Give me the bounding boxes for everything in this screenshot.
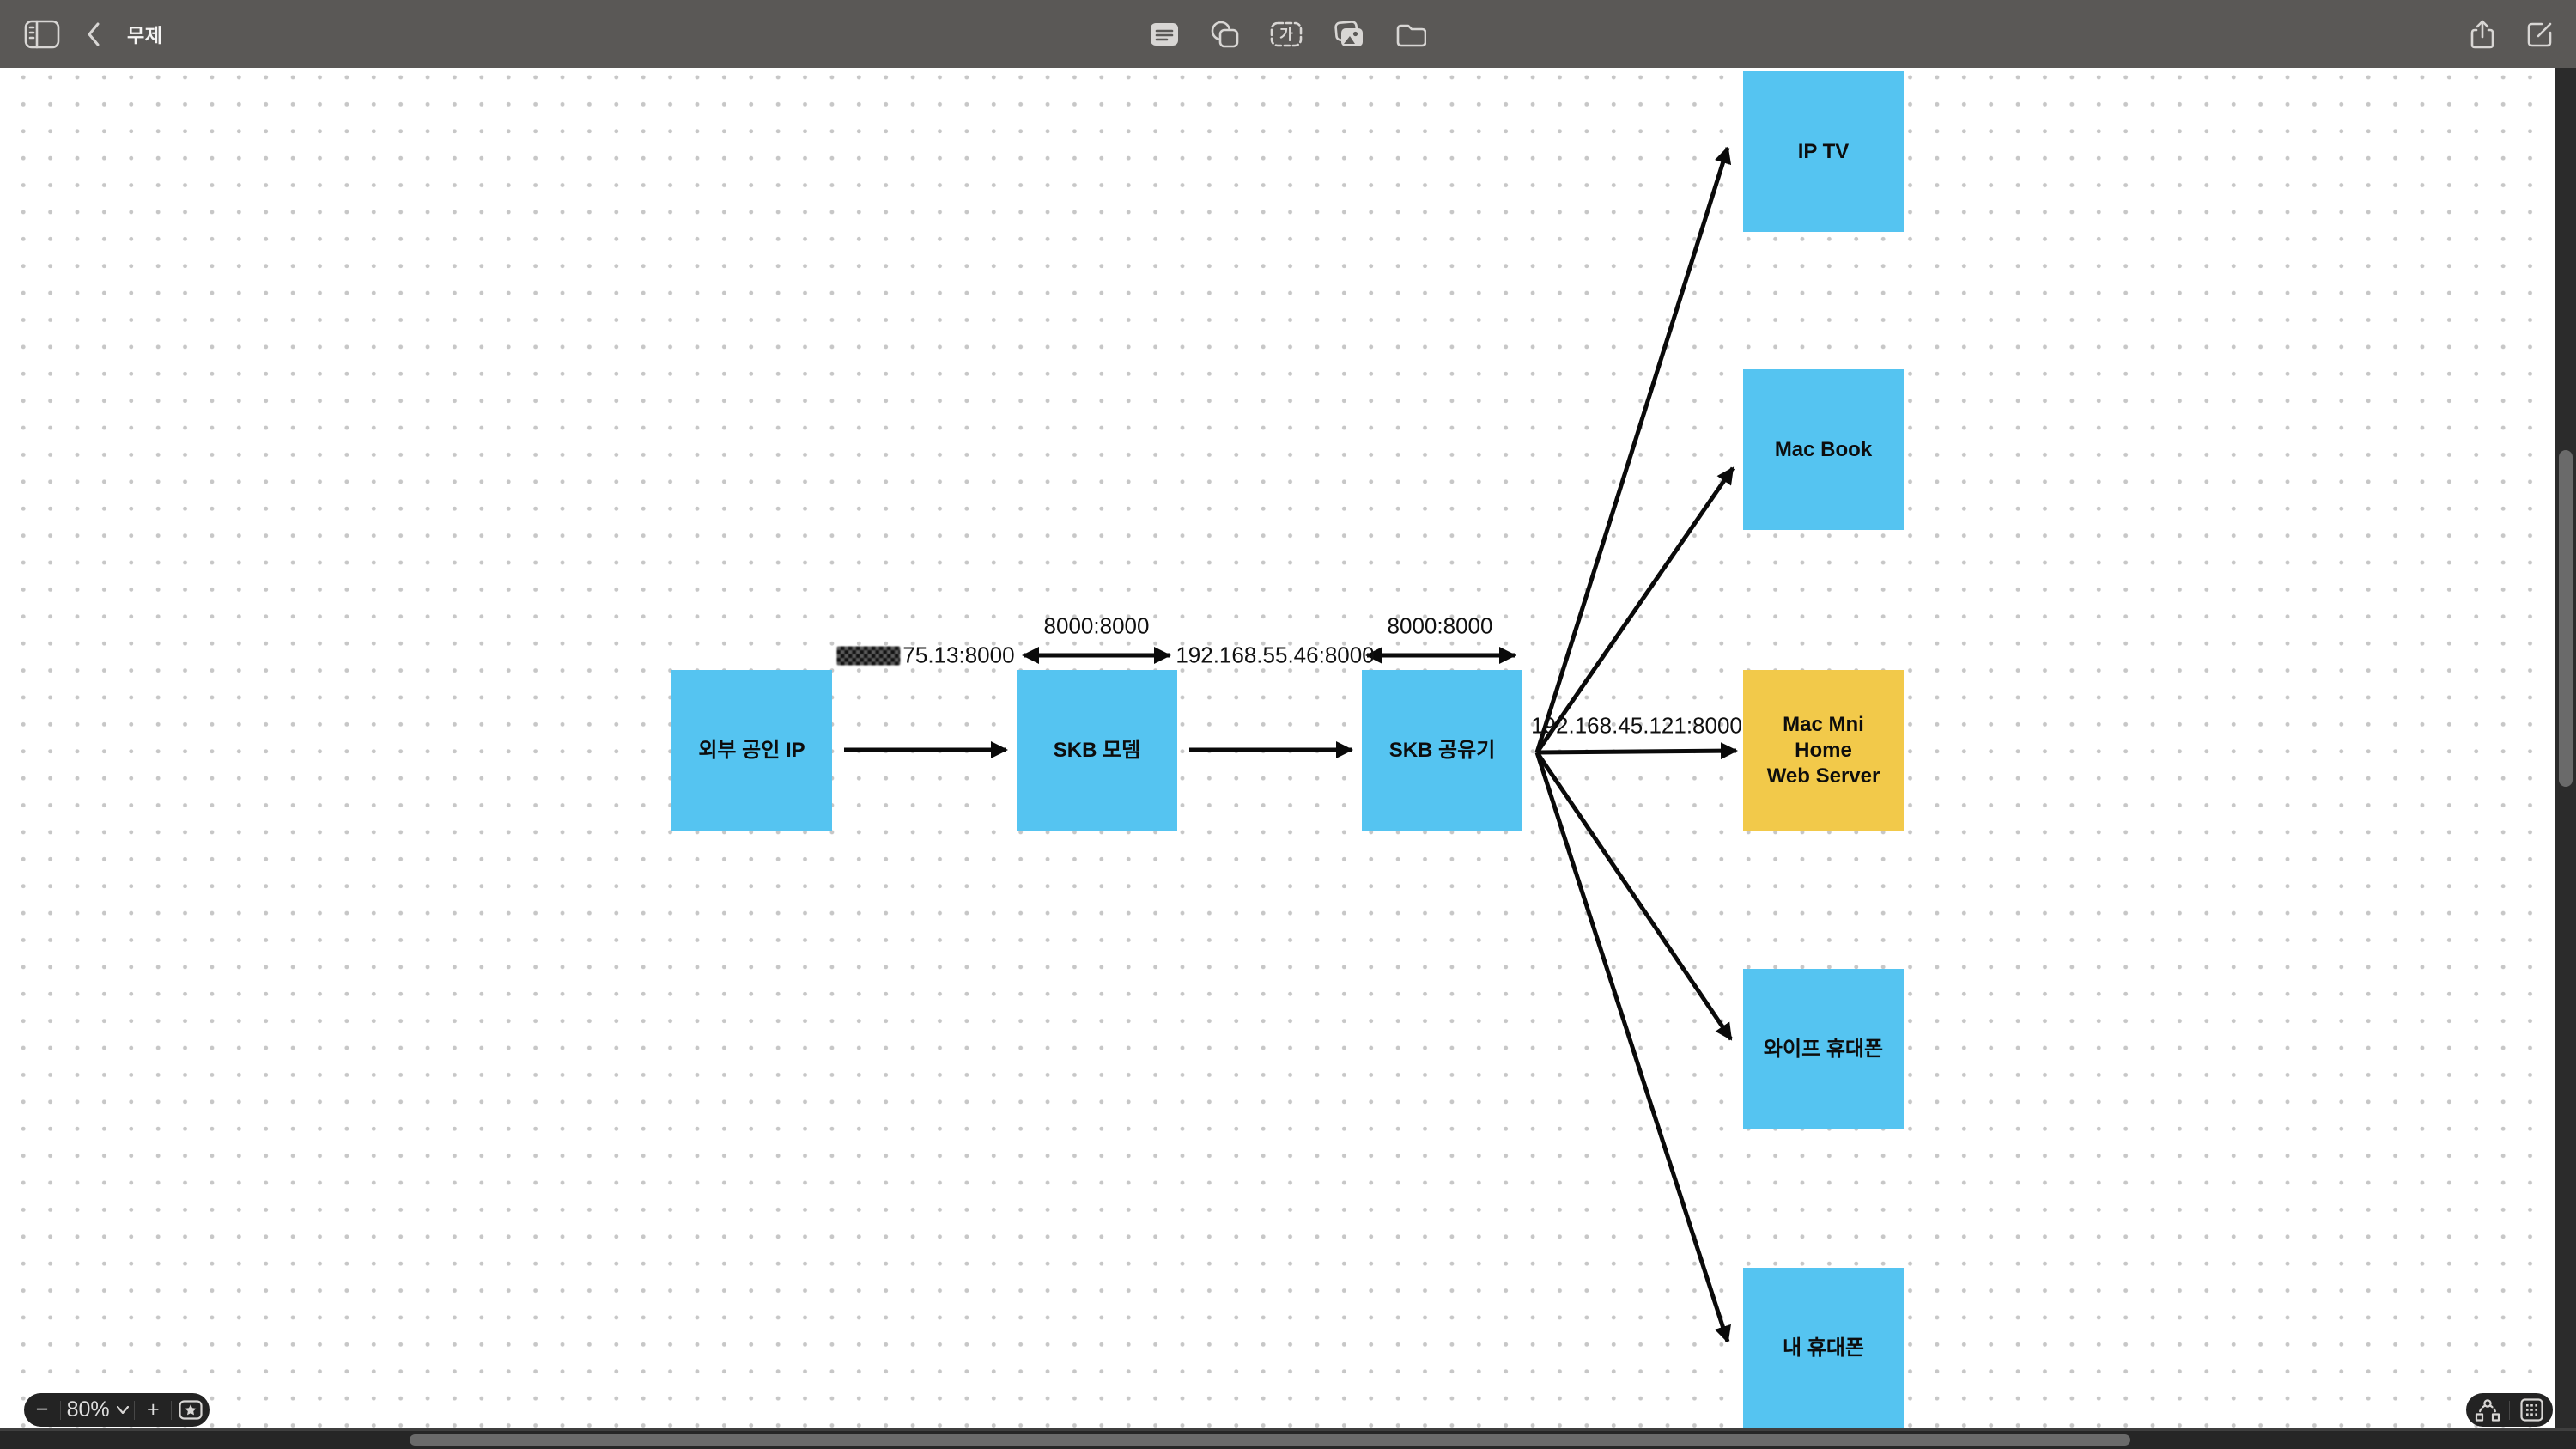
edge-label[interactable]: 8000:8000 xyxy=(1388,613,1493,640)
canvas-tools xyxy=(2466,1393,2553,1427)
diagram-node-mac-book[interactable]: Mac Book xyxy=(1743,369,1904,530)
share-icon xyxy=(2470,20,2494,48)
favorites-star-icon xyxy=(179,1400,203,1420)
sidebar-toggle-icon xyxy=(24,20,60,48)
zoom-level-value: 80% xyxy=(66,1397,110,1422)
horizontal-scrollbar-track xyxy=(0,1428,2576,1449)
horizontal-scrollbar-thumb[interactable] xyxy=(410,1434,2130,1446)
text-box-icon: 가 xyxy=(1270,21,1303,46)
back-chevron-icon xyxy=(88,22,100,46)
edge-label-text: 8000:8000 xyxy=(1387,612,1493,639)
insert-media-button[interactable] xyxy=(1334,20,1364,48)
edge-label[interactable]: 192.168.55.46:8000 xyxy=(1176,642,1374,669)
toolbar: 무제 가 xyxy=(0,0,2576,68)
zoom-out-button[interactable]: − xyxy=(24,1393,60,1427)
redacted-ip-blur xyxy=(836,646,901,665)
pill-divider xyxy=(2509,1400,2510,1420)
zoom-level-menu[interactable]: 80% xyxy=(61,1393,135,1427)
diagram-node-external-public-ip[interactable]: 외부 공인 IP xyxy=(671,670,832,831)
pill-divider xyxy=(59,1400,61,1420)
back-button[interactable] xyxy=(86,21,101,47)
diagram-node-skb-modem[interactable]: SKB 모뎀 xyxy=(1017,670,1177,831)
diagram-node-my-phone[interactable]: 내 휴대폰 xyxy=(1743,1268,1904,1428)
diagram-node-mac-mini-server[interactable]: Mac Mni Home Web Server xyxy=(1743,670,1904,831)
board-title: 무제 xyxy=(127,24,163,46)
diagram-node-wife-phone[interactable]: 와이프 휴대폰 xyxy=(1743,969,1904,1129)
compose-button[interactable] xyxy=(2526,21,2554,48)
edge-line[interactable] xyxy=(1534,466,1735,754)
chevron-down-icon xyxy=(116,1406,129,1414)
edge-label[interactable]: 192.168.45.121:8000 xyxy=(1531,713,1742,740)
insert-shape-button[interactable] xyxy=(1210,21,1239,48)
compose-icon xyxy=(2527,22,2552,46)
svg-text:가: 가 xyxy=(1279,27,1293,43)
pill-divider xyxy=(171,1400,173,1420)
edge-label-text: 192.168.55.46:8000 xyxy=(1176,642,1375,668)
insert-text-button[interactable]: 가 xyxy=(1270,21,1303,47)
insert-note-button[interactable] xyxy=(1150,21,1179,47)
edge-label-text: 75.13:8000 xyxy=(902,642,1015,668)
vertical-scrollbar-thumb[interactable] xyxy=(2559,450,2573,787)
edge-label[interactable]: 8000:8000 xyxy=(1044,613,1150,640)
edge-label[interactable]: 75.13:8000 xyxy=(836,642,1015,669)
share-button[interactable] xyxy=(2470,19,2495,50)
edge-line[interactable] xyxy=(1534,146,1732,753)
pill-divider xyxy=(134,1400,136,1420)
vertical-scrollbar-track xyxy=(2555,68,2576,1428)
grid-icon xyxy=(2519,1398,2543,1422)
connector-icon xyxy=(2475,1398,2500,1422)
edge-label-text: 192.168.45.121:8000 xyxy=(1531,712,1742,739)
note-icon xyxy=(1151,22,1178,46)
grid-toggle-button[interactable] xyxy=(2510,1393,2553,1427)
diagram-node-skb-router[interactable]: SKB 공유기 xyxy=(1362,670,1522,831)
zoom-in-button[interactable]: + xyxy=(135,1393,171,1427)
favorites-button[interactable] xyxy=(172,1393,210,1427)
zoom-controls: − 80% + xyxy=(24,1393,210,1427)
insert-file-button[interactable] xyxy=(1395,21,1426,47)
connector-mode-button[interactable] xyxy=(2466,1393,2509,1427)
sidebar-toggle-button[interactable] xyxy=(24,20,60,49)
edge-line[interactable] xyxy=(1536,742,1738,760)
edge-line[interactable] xyxy=(1534,752,1731,1343)
insert-file-icon xyxy=(1396,24,1426,46)
media-icon xyxy=(1334,20,1363,46)
edge-line[interactable] xyxy=(1534,751,1734,1041)
shapes-icon xyxy=(1211,21,1239,47)
edge-label-text: 8000:8000 xyxy=(1043,612,1150,639)
diagram-node-ip-tv[interactable]: IP TV xyxy=(1743,71,1904,232)
